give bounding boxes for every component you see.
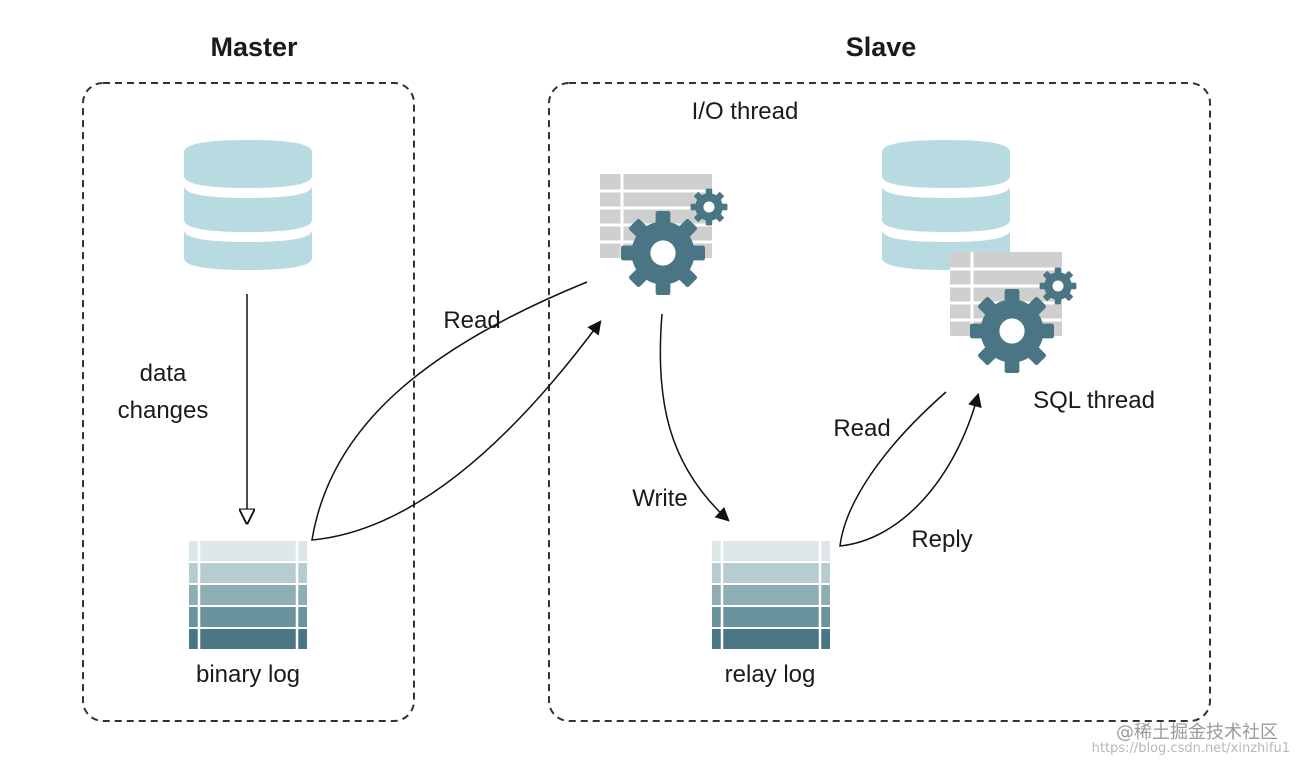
- io-thread-icon: [598, 172, 728, 295]
- sql-thread-icon: [948, 250, 1077, 373]
- io-thread-label: I/O thread: [692, 98, 799, 125]
- master-read-label: Read: [443, 307, 500, 334]
- master-frame: [82, 82, 415, 722]
- reply-label: Reply: [911, 526, 972, 553]
- relay-log-label: relay log: [725, 661, 816, 688]
- write-arrow: [659, 313, 730, 522]
- master-read-loop-arrow: [311, 281, 602, 541]
- binary-log-label: binary log: [196, 661, 300, 688]
- data-changes-label-line2: changes: [118, 397, 209, 424]
- slave-read-label: Read: [833, 415, 890, 442]
- sql-thread-label: SQL thread: [1033, 387, 1155, 414]
- slave-frame: [548, 82, 1211, 722]
- watermark-line2: https://blog.csdn.net/xinzhifu1: [1092, 741, 1290, 756]
- binary-log-icon: [187, 539, 309, 651]
- data-changes-label-line1: data: [140, 360, 187, 387]
- relay-log-icon: [710, 539, 832, 651]
- slave-read-reply-loop-arrow: [839, 391, 982, 547]
- master-database-icon: [184, 140, 312, 270]
- master-title: Master: [210, 32, 298, 62]
- slave-database-icon: [882, 140, 1010, 270]
- slave-title: Slave: [846, 32, 917, 62]
- watermark-line1: @稀土掘金技术社区: [1116, 722, 1278, 743]
- write-label: Write: [632, 485, 688, 512]
